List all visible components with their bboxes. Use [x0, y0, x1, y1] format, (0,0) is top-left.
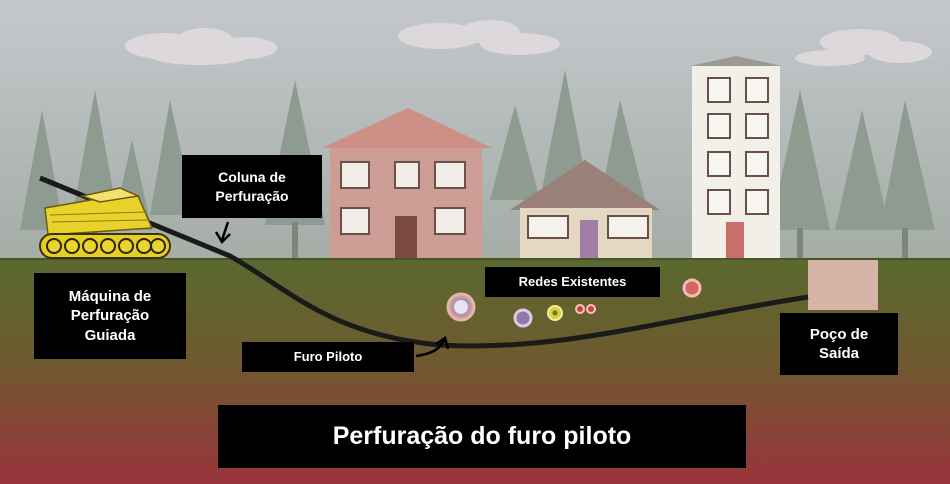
label-machine-line2: Perfuração: [70, 307, 150, 325]
building-tall: [690, 56, 782, 258]
label-existing-networks: Redes Existentes: [485, 267, 660, 297]
label-existing-networks-text: Redes Existentes: [518, 273, 627, 289]
label-drill-column-line1: Coluna de: [218, 169, 286, 186]
label-exit-pit: Poço de Saída: [780, 313, 898, 375]
house-small: [510, 160, 660, 258]
existing-pipes: [446, 278, 702, 328]
label-pilot-hole: Furo Piloto: [242, 342, 414, 372]
leader-arrows: [214, 221, 450, 358]
label-drill-column: Coluna de Perfuração: [182, 155, 322, 218]
label-exit-pit-line2: Saída: [818, 345, 859, 362]
label-machine-line3: Guiada: [84, 326, 136, 344]
drilling-machine-icon: [39, 187, 171, 259]
label-pilot-hole-text: Furo Piloto: [293, 348, 363, 364]
pilot-bore-path: [39, 175, 809, 349]
label-machine-line1: Máquina de: [68, 287, 152, 305]
label-drill-column-line2: Perfuração: [215, 187, 289, 204]
diagram-title-text: Perfuração do furo piloto: [332, 422, 632, 450]
clouds: [125, 20, 932, 66]
house-left: [322, 108, 492, 258]
label-machine: Máquina de Perfuração Guiada: [34, 273, 186, 359]
label-exit-pit-line1: Poço de: [809, 325, 869, 343]
exit-pit: [808, 260, 878, 310]
diagram-title: Perfuração do furo piloto: [218, 405, 746, 468]
